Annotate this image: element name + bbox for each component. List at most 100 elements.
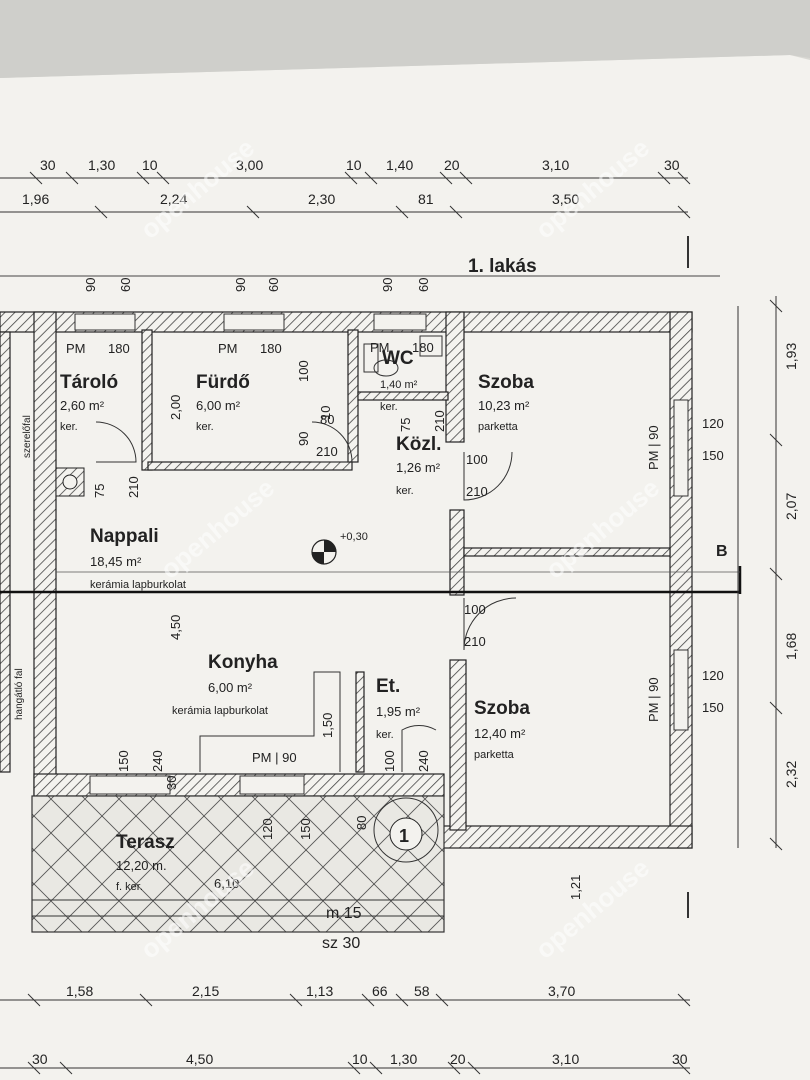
konyha-name: Konyha (208, 652, 278, 673)
furdo-name: Fürdő (196, 372, 250, 393)
tarolo-door-w: 75 (92, 484, 107, 498)
room-kozl: Közl. 1,26 m² ker. (396, 434, 441, 497)
szoba2-door-w: 100 (464, 602, 486, 617)
wall-90: 90 (296, 432, 311, 446)
window-dim-4: 60 (266, 278, 281, 292)
top-dim-6: 1,40 (386, 157, 413, 173)
konyha-area: 6,00 m² (208, 680, 253, 695)
szoba1-door-w: 100 (466, 452, 488, 467)
et-name: Et. (376, 676, 400, 697)
top-dim-2: 1,30 (88, 157, 115, 173)
tarolo-floor: ker. (60, 421, 78, 433)
room-nappali: Nappali 18,45 m² kerámia lapburkolat (90, 526, 186, 591)
wc-door-w: 75 (398, 418, 413, 432)
top-dim-7: 20 (444, 157, 460, 173)
top-dim-4: 3,00 (236, 157, 263, 173)
tarolo-door-h: 210 (126, 476, 141, 498)
szoba2-door-h: 210 (464, 634, 486, 649)
stair-m: m 15 (326, 905, 362, 922)
window-dims-top: 90 60 90 60 90 60 (83, 278, 431, 292)
inner-dimensions: 2,00 100 90 10 80 210 75 210 75 210 100 … (92, 360, 724, 900)
room-szoba-1: Szoba 10,23 m² parketta (478, 372, 534, 433)
bottom-dimension-chain (0, 892, 691, 1075)
right-dim-4: 2,32 (783, 761, 799, 788)
section-marker: B (716, 543, 728, 560)
tarolo-pm: PM (66, 341, 86, 356)
nappali-area: 18,45 m² (90, 554, 142, 569)
kozl-floor: ker. (396, 485, 414, 497)
wc-floor: ker. (380, 401, 398, 413)
terasz-floor: f. ker. (116, 881, 143, 893)
bottom-dim-row2-5: 20 (450, 1051, 466, 1067)
level-symbol (311, 539, 337, 565)
terasz-area: 12,20 m. (116, 858, 167, 873)
furdo-area: 6,00 m² (196, 398, 241, 413)
szoba2-name: Szoba (474, 698, 530, 719)
furdo-pm-val: 180 (260, 341, 282, 356)
furdo-door-h: 210 (316, 444, 338, 459)
szoba1-floor: parketta (478, 421, 519, 433)
bottom-dim-row2-2: 4,50 (186, 1051, 213, 1067)
top-dim-3: 10 (142, 157, 158, 173)
et-floor: ker. (376, 729, 394, 741)
furdo-door-w: 80 (320, 412, 334, 427)
room-terasz: Terasz 12,20 m. f. ker. 6,10 (116, 832, 239, 893)
window-dim-5: 90 (380, 278, 395, 292)
wc-fixture (363, 335, 443, 377)
szoba2-area: 12,40 m² (474, 726, 526, 741)
tarolo-name: Tároló (60, 372, 118, 393)
stair-number: 1 (399, 826, 409, 846)
terrace (31, 795, 445, 933)
wall-100: 100 (296, 360, 311, 382)
furdo-floor: ker. (196, 421, 214, 433)
wall-10: 10 (318, 406, 333, 420)
top-dim-row2-3: 2,30 (308, 191, 335, 207)
room-tarolo: PM 180 Tároló 2,60 m² ker. (60, 341, 130, 433)
szoba2-floor: parketta (474, 749, 515, 761)
window-dim-6: 60 (416, 278, 431, 292)
bottom-dim-4: 66 (372, 983, 388, 999)
kitchen-counter (199, 671, 341, 772)
terrace-win-h: 150 (298, 818, 313, 840)
szoba1-area: 10,23 m² (478, 398, 530, 413)
chimney (55, 467, 85, 497)
window-dim-1: 90 (83, 278, 98, 292)
wc-door-h: 210 (432, 410, 447, 432)
bottom-dim-row2-3: 10 (352, 1051, 368, 1067)
room-szoba-2: Szoba 12,40 m² parketta (474, 698, 530, 761)
szoba2-win-w: 120 (702, 668, 724, 683)
terrace-door-h: 240 (150, 750, 165, 772)
top-dim-8: 3,10 (542, 157, 569, 173)
room-et: Et. 1,95 m² ker. (376, 676, 421, 741)
wc-pm-val: 180 (412, 340, 434, 355)
stair-steps (32, 899, 444, 917)
apartment-title: 1. lakás (468, 256, 537, 277)
right-dim-1: 1,93 (783, 343, 799, 370)
wc-pm: PM (370, 340, 390, 355)
stair-symbol: 1 (373, 797, 439, 863)
szoba1-win-w: 120 (702, 416, 724, 431)
furdo-pm: PM (218, 341, 238, 356)
szoba2-win-h: 150 (702, 700, 724, 715)
szoba1-pm: PM | 90 (646, 425, 661, 470)
stair-80: 80 (354, 816, 369, 830)
right-dimension-chain (737, 296, 783, 851)
room-wc: PM 180 WC 1,40 m² ker. (370, 340, 434, 413)
top-dim-1: 30 (40, 157, 56, 173)
wc-area: 1,40 m² (380, 379, 418, 391)
right-dim-2: 2,07 (783, 493, 799, 520)
wall-label-szerelo: szerelőfal (22, 415, 33, 458)
room-furdo: PM 180 Fürdő 6,00 m² ker. (196, 341, 282, 433)
furdo-side: 2,00 (168, 395, 183, 420)
tarolo-area: 2,60 m² (60, 398, 105, 413)
doors (95, 421, 517, 772)
kozl-name: Közl. (396, 434, 441, 455)
bottom-dim-1: 1,58 (66, 983, 93, 999)
terrace-door-w: 150 (116, 750, 131, 772)
et-door-w: 100 (382, 750, 397, 772)
top-dimension-chain (0, 171, 691, 219)
right-dim-3: 1,68 (783, 633, 799, 660)
wc-name: WC (382, 348, 414, 369)
stair-sz: sz 30 (322, 935, 360, 952)
